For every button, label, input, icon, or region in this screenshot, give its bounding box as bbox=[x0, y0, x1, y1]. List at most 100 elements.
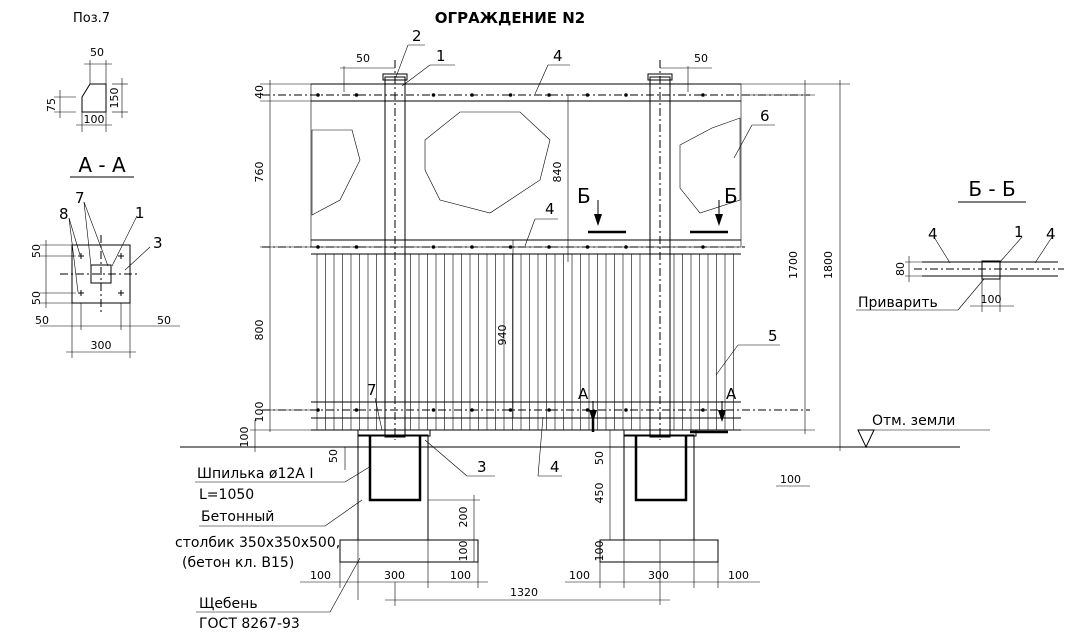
rail-bolt bbox=[624, 93, 628, 97]
rail-bolt bbox=[508, 408, 513, 412]
aa-dim-top-left: 50 bbox=[30, 244, 43, 258]
dim-left-760: 760 bbox=[253, 162, 266, 183]
callout-4-top: 4 bbox=[553, 47, 563, 65]
pos7-plate-detail: 50 75 150 100 bbox=[45, 46, 128, 132]
bb-callout-4-right: 4 bbox=[1046, 225, 1056, 243]
dim-inner-840: 840 bbox=[551, 162, 564, 183]
bb-callout-1: 1 bbox=[1014, 223, 1024, 241]
foundation-left bbox=[339, 429, 479, 563]
callout-6: 6 bbox=[760, 107, 770, 125]
aa-mark-right: А bbox=[726, 385, 737, 403]
bb-dim-width: 100 bbox=[981, 293, 1002, 306]
fdim-50-left: 50 bbox=[327, 449, 340, 463]
rail-bolt bbox=[470, 245, 474, 249]
callout-2: 2 bbox=[412, 27, 422, 45]
fdim-100-left: 100 bbox=[457, 541, 470, 562]
ground-mark: Отм. земли bbox=[857, 413, 990, 449]
note-gravel-2: ГОСТ 8267-93 bbox=[199, 616, 300, 632]
rail-bolt bbox=[508, 93, 513, 97]
fdim-100-right: 100 bbox=[593, 541, 606, 562]
aa-dim-left: 50 bbox=[35, 314, 49, 327]
rail-bolt bbox=[354, 245, 359, 249]
dim-inner-940: 940 bbox=[496, 325, 509, 346]
section-bb: Б - Б 4 1 4 80 100 Приварить bbox=[856, 177, 1064, 312]
bb-dim-height: 80 bbox=[894, 262, 907, 276]
callout-4-bottom: 4 bbox=[550, 458, 560, 476]
rail-bolt bbox=[624, 245, 628, 249]
aa-dim-right: 50 bbox=[157, 314, 171, 327]
aa-callout-1: 1 bbox=[135, 204, 145, 222]
rail-bolt bbox=[354, 93, 359, 97]
aa-dim-bottom-left: 50 bbox=[30, 291, 43, 305]
section-aa: А - А 7 8 1 3 50 50 50 bbox=[30, 153, 180, 358]
rail-bolt bbox=[701, 245, 705, 249]
bb-callout-4-left: 4 bbox=[928, 225, 938, 243]
pos7-dim-width-top: 50 bbox=[90, 46, 104, 59]
aa-mark-left: А bbox=[578, 385, 589, 403]
fdim-h-left-100b: 100 bbox=[450, 569, 471, 582]
rail-bolt bbox=[547, 245, 551, 249]
fdim-span-1320: 1320 bbox=[510, 586, 538, 599]
dim-top-50-right: 50 bbox=[694, 52, 708, 65]
callout-7: 7 bbox=[367, 381, 377, 399]
callout-5: 5 bbox=[768, 327, 778, 345]
section-bb-marks: Б Б bbox=[577, 184, 738, 234]
aa-callout-8: 8 bbox=[59, 205, 69, 223]
rail-bolt bbox=[585, 93, 590, 97]
foundation-right bbox=[599, 429, 719, 563]
elevation-dimensions: 40 760 800 100 100 50 50 840 940 1700 18… bbox=[238, 52, 850, 487]
pos-label: Поз.7 bbox=[73, 11, 110, 26]
rail-bolt bbox=[585, 245, 590, 249]
rail-bolt bbox=[508, 245, 513, 249]
aa-callout-7: 7 bbox=[75, 189, 85, 207]
bb-weld-note: Приварить bbox=[858, 295, 938, 311]
fdim-h-left-100a: 100 bbox=[310, 569, 331, 582]
note-pin-1: Шпилька ø12А I bbox=[197, 466, 313, 482]
rail-bolt bbox=[547, 93, 551, 97]
rail-bolt bbox=[701, 93, 705, 97]
callout-3: 3 bbox=[477, 458, 487, 476]
fdim-50-right: 50 bbox=[593, 451, 606, 465]
callout-1: 1 bbox=[436, 47, 446, 65]
fdim-450: 450 bbox=[593, 483, 606, 504]
foundation-dimensions: 50 50 450 100 200 100 100 300 100 100 30… bbox=[300, 430, 760, 606]
fdim-h-right-300: 300 bbox=[648, 569, 669, 582]
rail-bolt bbox=[431, 93, 436, 97]
note-concrete-2: столбик 350х350х500, bbox=[175, 535, 340, 551]
ground-label: Отм. земли bbox=[872, 413, 955, 429]
dim-left-100: 100 bbox=[253, 402, 266, 423]
notes: Шпилька ø12А I L=1050 Бетонный столбик 3… bbox=[175, 465, 372, 632]
drawing-title: ОГРАЖДЕНИЕ N2 bbox=[435, 9, 585, 27]
rail-bolt bbox=[470, 408, 474, 412]
aa-callout-3: 3 bbox=[153, 234, 163, 252]
elevation-callouts: 2 1 4 6 4 5 7 3 4 bbox=[367, 27, 780, 477]
section-aa-title: А - А bbox=[78, 153, 126, 177]
dim-left-100b: 100 bbox=[238, 427, 251, 448]
rail-bolt bbox=[354, 408, 359, 412]
bb-mark-left: Б bbox=[577, 184, 591, 208]
dim-top-50-left: 50 bbox=[356, 52, 370, 65]
section-bb-title: Б - Б bbox=[968, 177, 1015, 201]
rail-bolt bbox=[431, 245, 436, 249]
fdim-h-right-100b: 100 bbox=[728, 569, 749, 582]
rail-bolt bbox=[701, 408, 705, 412]
note-gravel-1: Щебень bbox=[199, 596, 258, 612]
rail-bolt bbox=[585, 408, 590, 412]
fdim-h-left-300: 300 bbox=[384, 569, 405, 582]
fdim-h-right-100a: 100 bbox=[569, 569, 590, 582]
pos7-dim-height-right: 150 bbox=[108, 88, 121, 109]
note-concrete-1: Бетонный bbox=[201, 509, 274, 525]
dim-left-800: 800 bbox=[253, 320, 266, 341]
section-aa-marks: А А bbox=[578, 385, 737, 434]
rail-bolt bbox=[470, 93, 474, 97]
dim-left-40: 40 bbox=[253, 85, 266, 99]
fence-elevation bbox=[262, 60, 810, 440]
rail-bolt bbox=[316, 408, 320, 412]
bb-mark-right: Б bbox=[724, 184, 738, 208]
pos7-dim-height-left: 75 bbox=[45, 98, 58, 112]
rail-bolt bbox=[431, 408, 436, 412]
fdim-200: 200 bbox=[457, 507, 470, 528]
rail-bolt bbox=[316, 93, 320, 97]
pos7-dim-width-bottom: 100 bbox=[84, 113, 105, 126]
